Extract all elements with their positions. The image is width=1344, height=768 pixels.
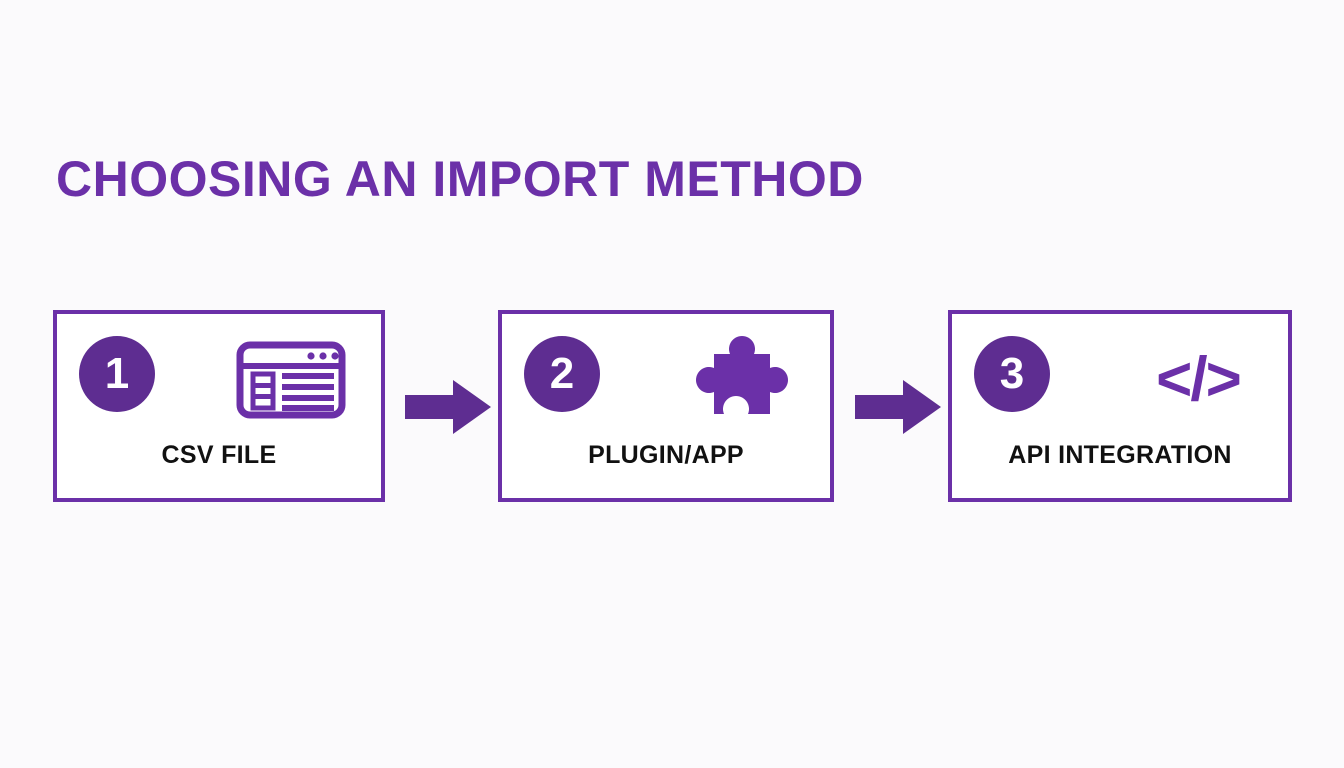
- step-card-csv-file[interactable]: 1 CSV FILE: [53, 310, 385, 502]
- code-brackets-glyph: </>: [1156, 345, 1242, 414]
- spreadsheet-window-icon: [231, 341, 351, 419]
- step-number-badge-3: 3: [974, 336, 1050, 412]
- puzzle-piece-icon: [680, 336, 800, 418]
- step-number-badge-1: 1: [79, 336, 155, 412]
- code-brackets-icon: </>: [1138, 342, 1258, 418]
- arrow-step2-to-step3-icon: [855, 378, 941, 436]
- steps-row: 1 CSV FILE: [53, 310, 1292, 510]
- arrow-step1-to-step2-icon: [405, 378, 491, 436]
- page-title: CHOOSING AN IMPORT METHOD: [56, 151, 864, 207]
- step-number-badge-2: 2: [524, 336, 600, 412]
- step-label-1: CSV FILE: [161, 441, 277, 469]
- step-label-2: PLUGIN/APP: [588, 441, 744, 469]
- step-label-3: API INTEGRATION: [1008, 441, 1232, 469]
- step-card-api-integration[interactable]: 3 </> API INTEGRATION: [948, 310, 1292, 502]
- step-card-plugin-app[interactable]: 2 PLUGIN/APP: [498, 310, 834, 502]
